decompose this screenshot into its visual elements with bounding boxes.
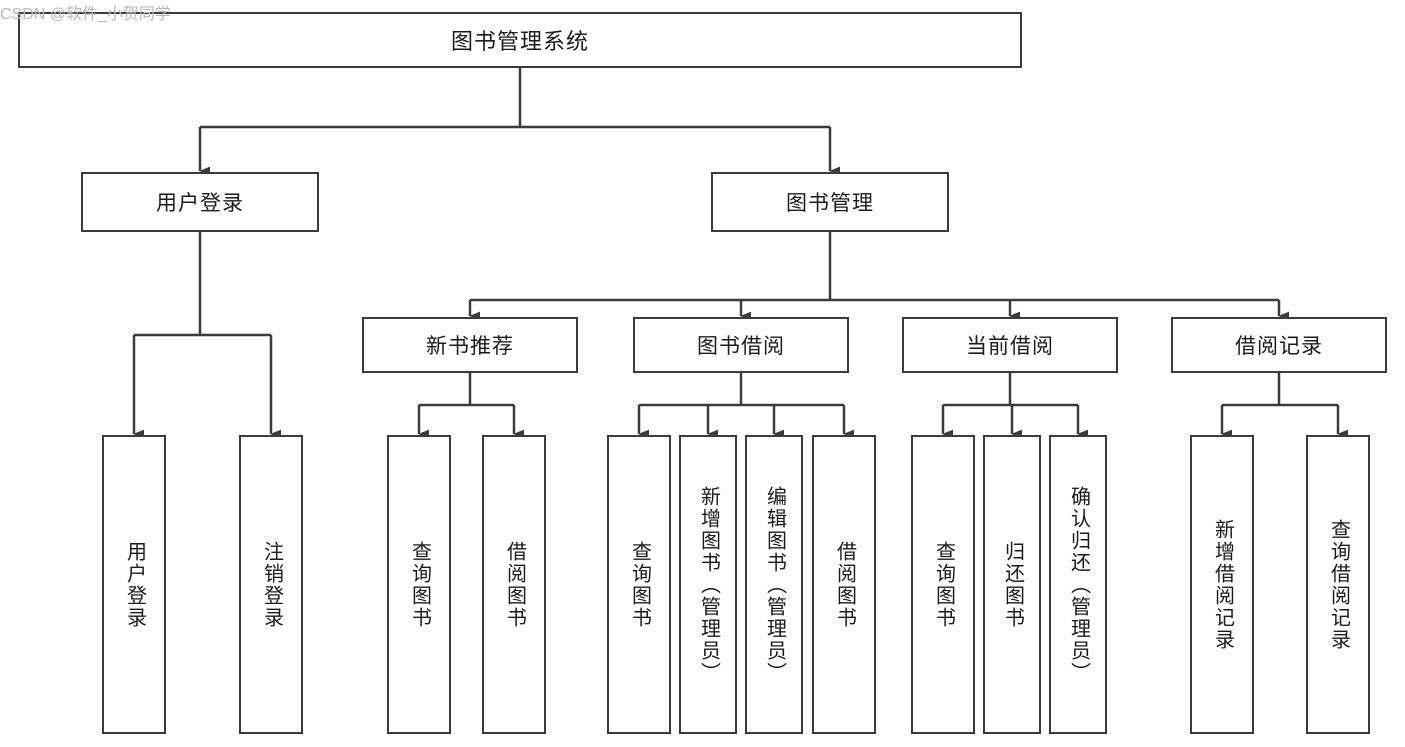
- node-label: 新增图书（管理员）: [697, 485, 720, 684]
- node-label: 借阅记录: [1235, 335, 1323, 358]
- node-label: 图书管理系统: [450, 29, 589, 54]
- node-leaf-borrow-book-2: 借阅图书: [812, 435, 876, 734]
- node-label: 用户登录: [156, 192, 244, 215]
- node-label: 确认归还（管理员）: [1067, 485, 1090, 684]
- node-leaf-user-login: 用户登录: [102, 435, 166, 734]
- node-borrow-record: 借阅记录: [1171, 317, 1387, 373]
- node-label: 查询图书: [408, 540, 431, 629]
- node-current-borrow: 当前借阅: [902, 317, 1118, 373]
- node-leaf-borrow-book-1: 借阅图书: [482, 435, 546, 734]
- node-label: 查询借阅记录: [1327, 518, 1350, 651]
- node-book-manage: 图书管理: [711, 172, 949, 232]
- node-leaf-add-record: 新增借阅记录: [1190, 435, 1254, 734]
- node-label: 图书管理: [786, 192, 874, 215]
- node-user-login: 用户登录: [81, 172, 319, 232]
- node-label: 新书推荐: [426, 335, 514, 358]
- node-root: 图书管理系统: [18, 12, 1022, 68]
- edge-group: [132, 68, 1349, 439]
- node-label: 图书借阅: [697, 335, 785, 358]
- node-leaf-add-book: 新增图书（管理员）: [679, 435, 737, 734]
- node-label: 查询图书: [628, 540, 651, 629]
- node-label: 借阅图书: [503, 540, 526, 629]
- node-leaf-confirm-return: 确认归还（管理员）: [1049, 435, 1107, 734]
- node-leaf-query-record: 查询借阅记录: [1306, 435, 1370, 734]
- node-label: 借阅图书: [833, 540, 856, 629]
- node-leaf-query-book-1: 查询图书: [387, 435, 451, 734]
- node-label: 注销登录: [260, 540, 283, 629]
- node-label: 查询图书: [932, 540, 955, 629]
- node-book-borrow: 图书借阅: [633, 317, 849, 373]
- node-new-book-rec: 新书推荐: [362, 317, 578, 373]
- node-label: 归还图书: [1001, 540, 1024, 629]
- node-leaf-return-book: 归还图书: [983, 435, 1041, 734]
- node-leaf-query-book-2: 查询图书: [607, 435, 671, 734]
- node-label: 用户登录: [123, 540, 146, 629]
- node-label: 当前借阅: [966, 335, 1054, 358]
- node-leaf-logout: 注销登录: [239, 435, 303, 734]
- node-label: 编辑图书（管理员）: [763, 485, 786, 684]
- node-label: 新增借阅记录: [1211, 518, 1234, 651]
- node-leaf-edit-book: 编辑图书（管理员）: [745, 435, 803, 734]
- node-leaf-query-book-3: 查询图书: [911, 435, 975, 734]
